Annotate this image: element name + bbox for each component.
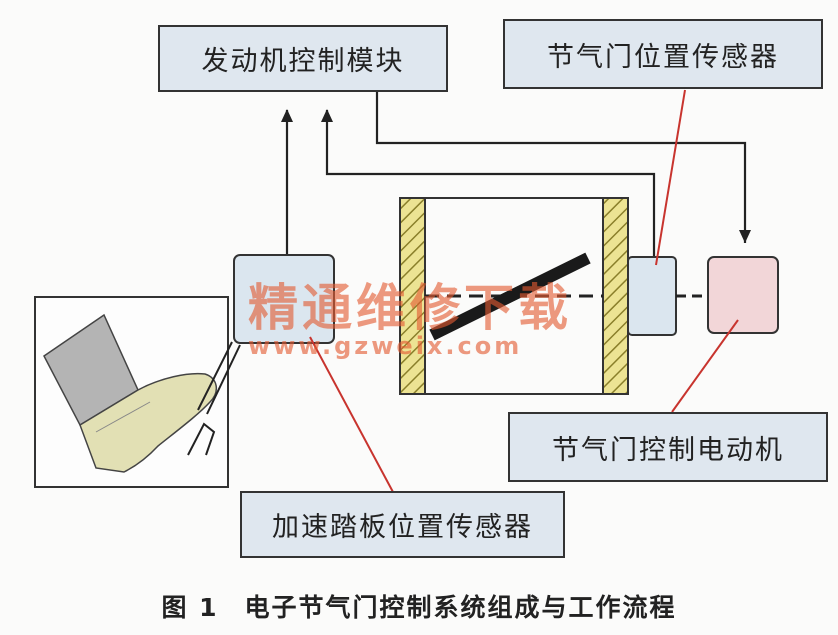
foot-on-pedal-illustration — [34, 296, 229, 488]
throttle-control-motor — [707, 256, 779, 334]
accelerator-pedal-sensor — [233, 254, 335, 344]
throttle-bore-wall-right — [602, 197, 629, 395]
accelerator-pedal-sensor-label: 加速踏板位置传感器 — [240, 491, 565, 558]
shoe — [79, 372, 217, 473]
signal-lines — [281, 92, 751, 257]
motor-leader-line — [671, 319, 739, 413]
engine-control-module-label: 发动机控制模块 — [158, 25, 448, 92]
figure-number: 图 1 — [161, 593, 219, 622]
tps-leader-line — [655, 89, 686, 266]
leader-lines — [309, 89, 739, 493]
ecm-to-motor-arrow — [375, 92, 751, 243]
pedal-sensor-leader-line — [309, 336, 394, 493]
figure-title: 电子节气门控制系统组成与工作流程 — [244, 593, 677, 622]
watermark-url: www.gzweix.com — [248, 332, 523, 360]
pedal-arm — [187, 341, 241, 456]
watermark-text: 精通维修下载 — [248, 279, 572, 337]
tps-to-ecm-arrow — [321, 109, 656, 257]
figure-caption: 图 1 电子节气门控制系统组成与工作流程 — [0, 588, 838, 624]
throttle-control-motor-label: 节气门控制电动机 — [508, 412, 828, 482]
throttle-position-sensor — [627, 256, 677, 336]
throttle-position-sensor-label: 节气门位置传感器 — [503, 19, 823, 89]
throttle-plate — [429, 252, 591, 341]
